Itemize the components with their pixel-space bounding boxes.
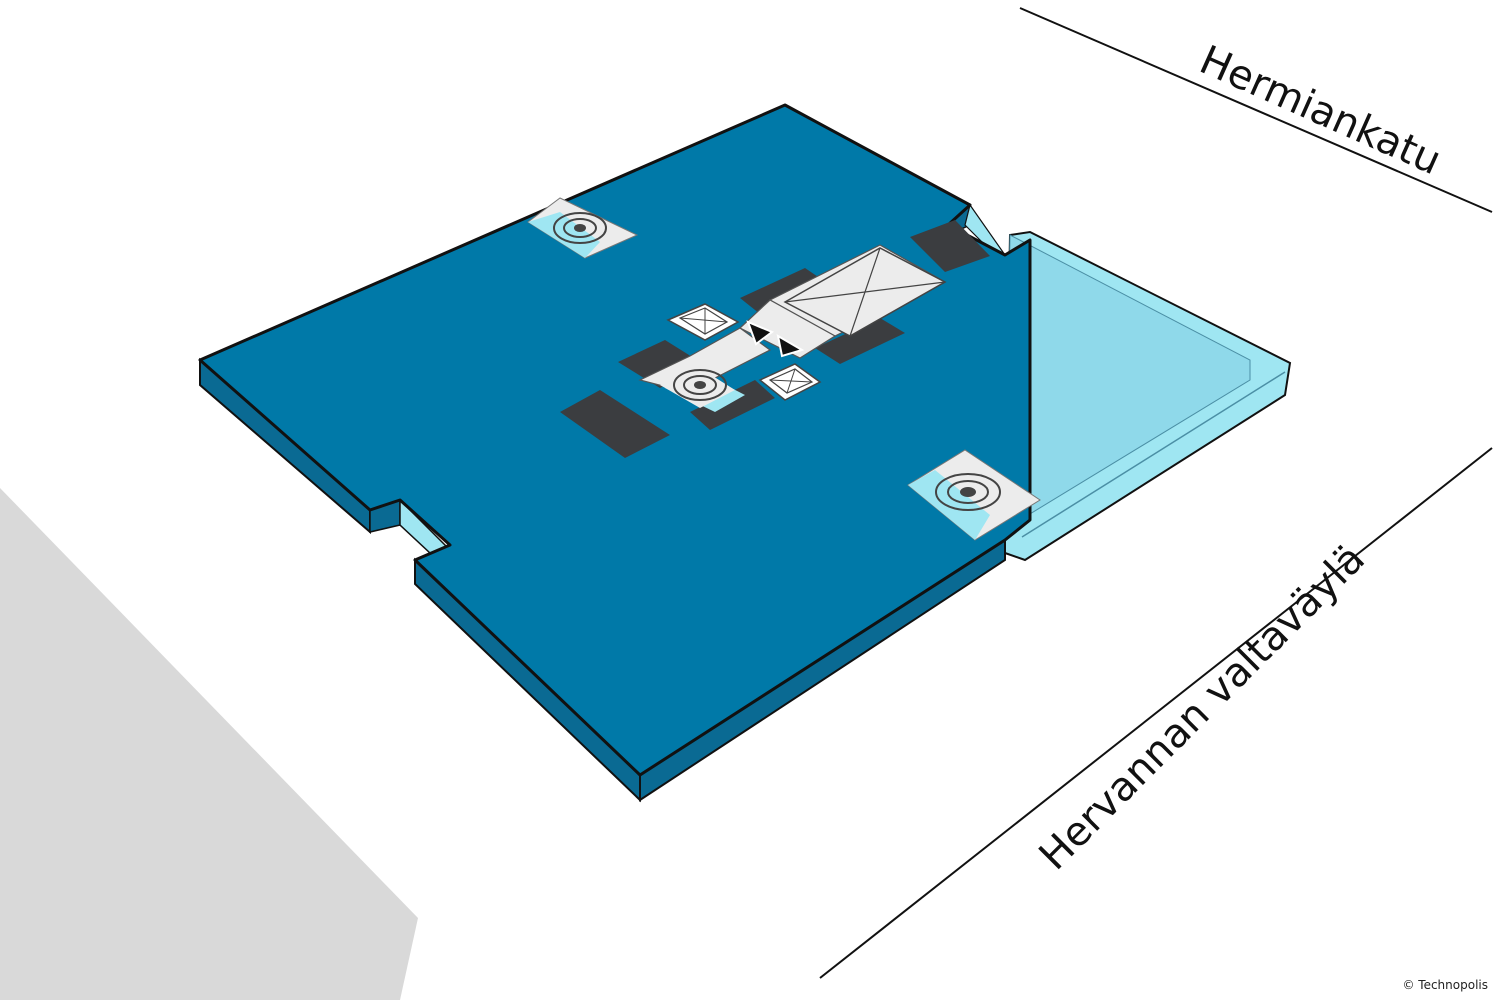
stairs-icon [907, 449, 1041, 541]
annex-wing [1004, 230, 1292, 562]
copyright-label: © Technopolis [1402, 978, 1488, 992]
stairs-icon [527, 197, 639, 259]
elevator-icon [758, 363, 822, 401]
hervannan-valtavayla-street-line [819, 447, 1493, 979]
floor-slab-sides [199, 203, 1007, 803]
street-label-hermiankatu: Hermiankatu [1193, 37, 1448, 184]
neighbor-lot [0, 488, 418, 1000]
you-are-here-arrow-icon [746, 320, 805, 358]
elevator-icon [666, 303, 740, 341]
stairs-icon [660, 368, 735, 408]
shaft-3 [690, 380, 775, 430]
street-label-hervannan-valtavayla: Hervannan valtaväylä [1031, 536, 1374, 879]
hermiankatu-street-line [1019, 7, 1493, 213]
shaft-6 [910, 220, 990, 272]
shaft-5 [815, 318, 905, 364]
shaft-1 [560, 390, 670, 458]
elevator-icon [783, 247, 947, 337]
